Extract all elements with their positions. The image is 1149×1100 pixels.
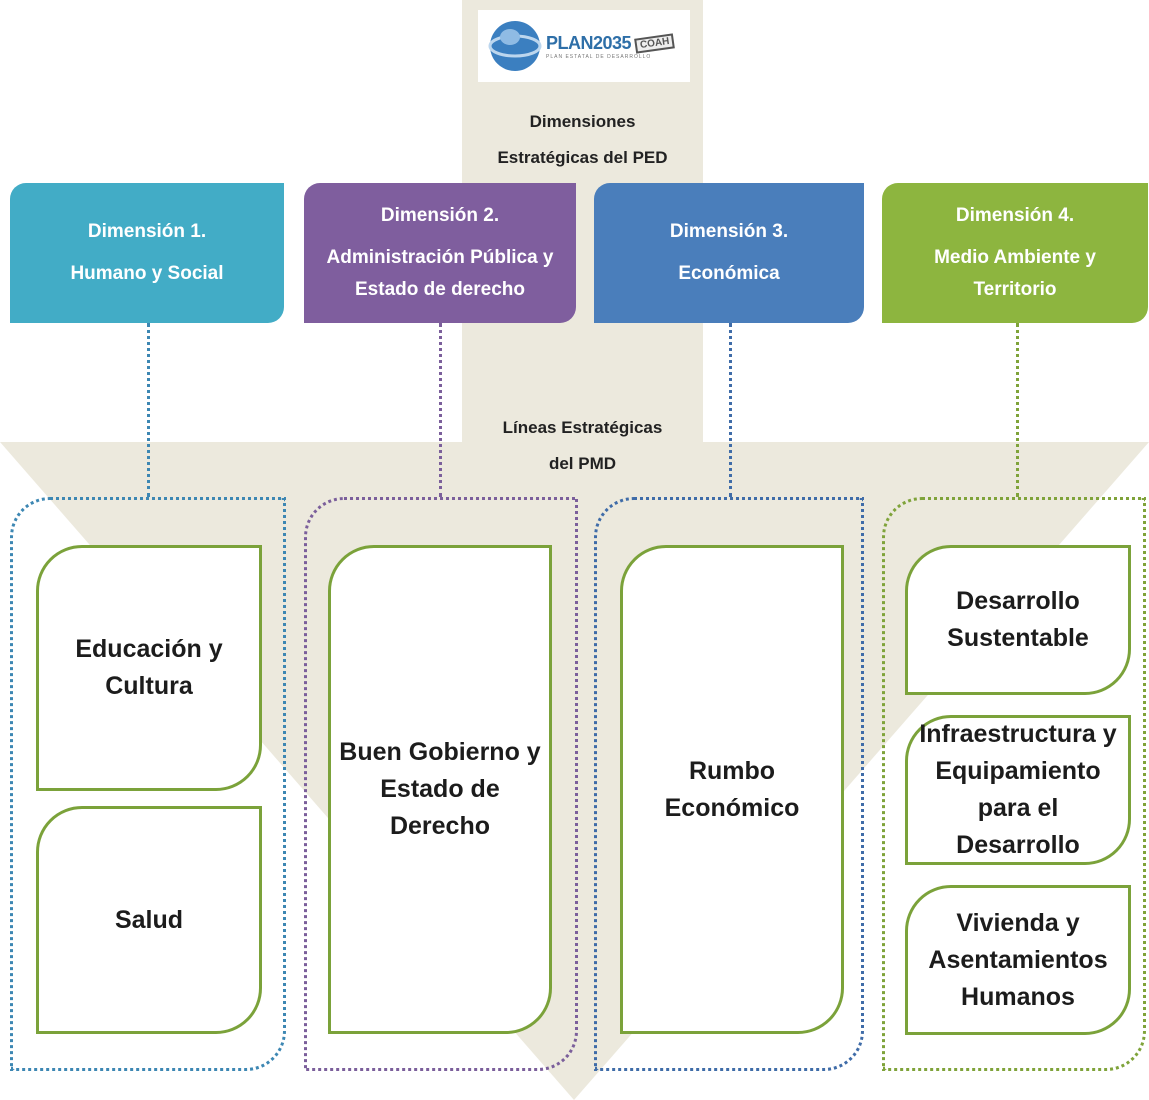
connector-line-3 [729, 323, 732, 497]
pmd-title-line1: Líneas Estratégicas [502, 418, 663, 437]
line-educacion-cultura: Educación y Cultura [36, 545, 262, 791]
ped-title-line1: Dimensiones [529, 112, 636, 131]
connector-line-4 [1016, 323, 1019, 497]
group-dimension-4 [882, 497, 1146, 1071]
dimension-number: Dimensión 3. [669, 221, 789, 242]
dimension-number: Dimensión 4. [955, 205, 1075, 226]
dimension-1-box: Dimensión 1. Humano y Social [10, 183, 284, 323]
dimension-number: Dimensión 1. [87, 221, 207, 242]
dimension-name: Humano y Social [70, 263, 224, 284]
line-text: Cultura [105, 672, 193, 700]
connector-line-2 [439, 323, 442, 497]
line-text: Económico [664, 793, 800, 822]
line-buen-gobierno: Buen Gobierno y Estado de Derecho [328, 545, 552, 1034]
line-rumbo-economico: Rumbo Económico [620, 545, 844, 1034]
logo-subtitle: PLAN ESTATAL DE DESARROLLO [546, 53, 652, 60]
line-text: Asentamientos [928, 945, 1108, 974]
line-desarrollo-sustentable: Desarrollo Sustentable [905, 545, 1131, 695]
dimension-name: Administración Pública y [326, 247, 554, 268]
logo-stamp: COAH [634, 32, 676, 54]
dimension-name-line2: Estado de derecho [355, 279, 525, 300]
globe-icon [488, 21, 542, 71]
line-salud: Salud [36, 806, 262, 1034]
group-dimension-3 [594, 497, 864, 1071]
ped-title: Dimensiones Estratégicas del PED [462, 108, 703, 172]
line-text: Infraestructura y [919, 720, 1117, 748]
line-vivienda: Vivienda y Asentamientos Humanos [905, 885, 1131, 1035]
line-text: Equipamiento [935, 757, 1101, 785]
dimension-2-box: Dimensión 2. Administración Pública y Es… [304, 183, 576, 323]
line-text: Sustentable [947, 624, 1089, 652]
dimension-name-line2: Territorio [973, 279, 1057, 300]
dimension-name: Medio Ambiente y [934, 247, 1096, 268]
line-text: Derecho [389, 812, 491, 840]
ped-title-line2: Estratégicas del PED [497, 148, 668, 167]
dimension-number: Dimensión 2. [380, 205, 500, 226]
connector-line-1 [147, 323, 150, 497]
line-text: Humanos [961, 982, 1075, 1011]
line-text: Desarrollo [956, 587, 1080, 615]
line-text: Educación y [75, 635, 223, 663]
line-text: Estado de [380, 775, 500, 803]
line-infraestructura: Infraestructura y Equipamiento para el D… [905, 715, 1131, 865]
group-dimension-1 [10, 497, 286, 1071]
line-text: Rumbo [688, 756, 776, 785]
dimension-name: Económica [678, 263, 780, 284]
pmd-title: Líneas Estratégicas del PMD [462, 414, 703, 478]
dimension-4-box: Dimensión 4. Medio Ambiente y Territorio [882, 183, 1148, 323]
line-text: Buen Gobierno y [339, 738, 541, 766]
logo-main-text: PLAN2035 [546, 32, 632, 53]
plan2035-logo: PLAN2035 COAH PLAN ESTATAL DE DESARROLLO [478, 10, 690, 82]
dimension-3-box: Dimensión 3. Económica [594, 183, 864, 323]
line-text: Vivienda y [956, 908, 1080, 937]
group-dimension-2 [304, 497, 578, 1071]
pmd-title-line2: del PMD [548, 454, 617, 473]
line-text: Salud [114, 905, 184, 934]
line-text: para el Desarrollo [956, 794, 1080, 859]
